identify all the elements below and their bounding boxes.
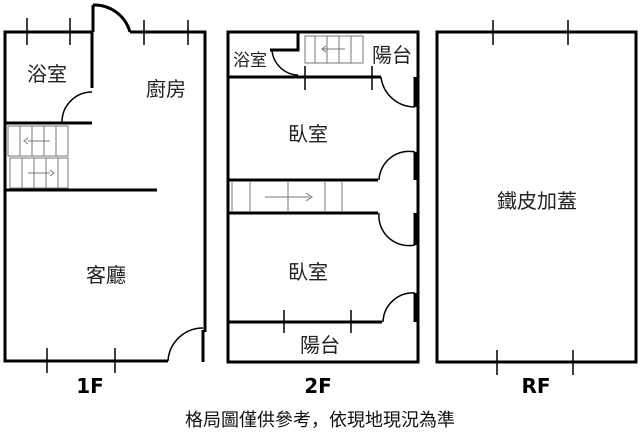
staircase-1f — [7, 125, 69, 189]
room-label: 客廳 — [86, 263, 126, 287]
floor-2f-plan: 浴室 陽台 臥室 臥室 陽台 2F — [226, 30, 420, 398]
floor-rf-plan: 鐵皮加蓋 RF — [435, 20, 638, 398]
floor-label-rf: RF — [521, 374, 550, 398]
disclaimer-note: 格局圖僅供參考，依現地現況為準 — [185, 410, 455, 431]
floor-1f-plan: 浴室 廚房 客廳 1F — [3, 3, 207, 398]
room-label: 陽台 — [372, 43, 412, 67]
staircase-2f — [231, 35, 364, 212]
room-label: 陽台 — [300, 333, 340, 357]
room-label: 臥室 — [288, 260, 328, 284]
floor-label-2f: 2F — [304, 374, 332, 398]
room-label: 臥室 — [288, 122, 328, 146]
room-label: 浴室 — [27, 62, 67, 86]
room-label: 鐵皮加蓋 — [497, 189, 577, 213]
room-label: 廚房 — [146, 77, 186, 101]
floor-label-1f: 1F — [76, 374, 104, 398]
room-label: 浴室 — [233, 51, 267, 71]
